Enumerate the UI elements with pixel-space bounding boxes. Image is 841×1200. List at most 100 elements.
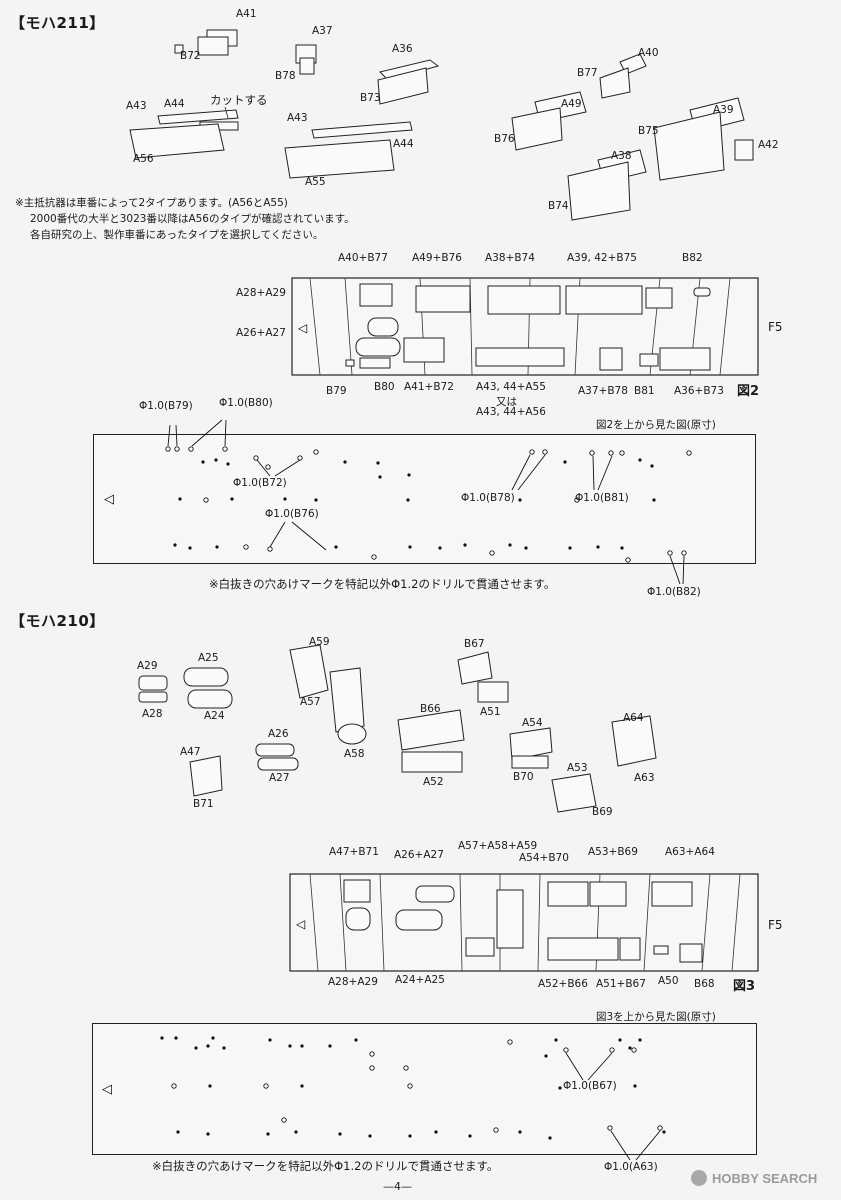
part-label: A43 — [287, 112, 308, 124]
fig2-label: 又は — [496, 396, 517, 408]
drill-label: Φ1.0(A63) — [604, 1161, 658, 1173]
part-label: A49 — [561, 98, 582, 110]
drill-note-2: ※白抜きの穴あけマークを特記以外Φ1.2のドリルで貫通させます。 — [152, 1159, 499, 1173]
part-label: A38 — [611, 150, 632, 162]
top-view-panel-2 — [92, 1023, 757, 1155]
drill-label: Φ1.0(B79) — [139, 400, 193, 412]
part-label: A55 — [305, 176, 326, 188]
drill-label: Φ1.0(B67) — [563, 1080, 617, 1092]
part-label: A36 — [392, 43, 413, 55]
fig3-label: B68 — [694, 978, 715, 990]
drill-note-1: ※白抜きの穴あけマークを特記以外Φ1.2のドリルで貫通させます。 — [209, 577, 556, 591]
part-label: A53 — [567, 762, 588, 774]
watermark: HOBBY SEARCH — [691, 1170, 817, 1186]
svg-text:◁: ◁ — [297, 321, 307, 335]
part-label: B69 — [592, 806, 613, 818]
fig2-label: B79 — [326, 385, 347, 397]
figure-caption-2: 図2 — [737, 384, 760, 399]
fig2-label: A43, 44+A55 — [476, 381, 546, 393]
hobby-search-logo-icon — [691, 1170, 707, 1186]
f5-label: F5 — [768, 918, 783, 932]
drill-label: Φ1.0(B78) — [461, 492, 515, 504]
fig2-label: A40+B77 — [338, 252, 388, 264]
fig3-label: A53+B69 — [588, 846, 638, 858]
fig2-label: A39, 42+B75 — [567, 252, 637, 264]
part-label: A27 — [269, 772, 290, 784]
part-label: B72 — [180, 50, 201, 62]
part-label: A51 — [480, 706, 501, 718]
fig2-label: A41+B72 — [404, 381, 454, 393]
page-number: —4— — [383, 1180, 412, 1193]
part-label: A43 — [126, 100, 147, 112]
top-view-panel-1 — [93, 434, 756, 564]
part-label: A42 — [758, 139, 779, 151]
svg-text:◁: ◁ — [295, 917, 305, 931]
part-label: A40 — [638, 47, 659, 59]
fig3-label: A24+A25 — [395, 974, 445, 986]
part-label: A28 — [142, 708, 163, 720]
f5-label: F5 — [768, 320, 783, 334]
fig2-label: B82 — [682, 252, 703, 264]
top-view-caption-2: 図3を上から見た図(原寸) — [596, 1011, 716, 1023]
part-label: A59 — [309, 636, 330, 648]
part-label: A44 — [393, 138, 414, 150]
drill-label: Φ1.0(B82) — [647, 586, 701, 598]
part-label: A56 — [133, 153, 154, 165]
note-line: ※主抵抗器は車番によって2タイプあります。(A56とA55) — [15, 197, 288, 209]
part-label: A37 — [312, 25, 333, 37]
svg-text:◁: ◁ — [104, 492, 114, 507]
part-label: B75 — [638, 125, 659, 137]
part-label: A39 — [713, 104, 734, 116]
part-label: A52 — [423, 776, 444, 788]
fig2-label: A38+B74 — [485, 252, 535, 264]
drill-label: Φ1.0(B81) — [575, 492, 629, 504]
fig3-label: A26+A27 — [394, 849, 444, 861]
part-label: A63 — [634, 772, 655, 784]
fig2-label: A28+A29 — [236, 287, 286, 299]
fig2-label: B80 — [374, 381, 395, 393]
note-line: 2000番代の大半と3023番以降はA56のタイプが確認されています。 — [30, 213, 355, 225]
part-label: A24 — [204, 710, 225, 722]
section-title-moha211: 【モハ211】 — [10, 14, 105, 32]
part-label: B66 — [420, 703, 441, 715]
fig2-label: A49+B76 — [412, 252, 462, 264]
fig3-label: A54+B70 — [519, 852, 569, 864]
part-label: A41 — [236, 8, 257, 20]
drill-label: Φ1.0(B72) — [233, 477, 287, 489]
part-label: A58 — [344, 748, 365, 760]
fig2-label: A43, 44+A56 — [476, 406, 546, 418]
cut-instruction: カットする — [210, 93, 268, 107]
part-label: B77 — [577, 67, 598, 79]
fig3-label: A51+B67 — [596, 978, 646, 990]
fig3-label: A52+B66 — [538, 978, 588, 990]
fig3-label: A47+B71 — [329, 846, 379, 858]
top-view-caption-1: 図2を上から見た図(原寸) — [596, 419, 716, 431]
part-label: A44 — [164, 98, 185, 110]
fig2-label: A36+B73 — [674, 385, 724, 397]
section-title-moha210: 【モハ210】 — [10, 612, 105, 630]
drill-label: Φ1.0(B80) — [219, 397, 273, 409]
part-label: B76 — [494, 133, 515, 145]
part-label: B70 — [513, 771, 534, 783]
part-label: A57 — [300, 696, 321, 708]
fig3-label: A57+A58+A59 — [458, 840, 538, 852]
part-label: B73 — [360, 92, 381, 104]
part-label: A54 — [522, 717, 543, 729]
fig3-label: A63+A64 — [665, 846, 715, 858]
part-label: B71 — [193, 798, 214, 810]
fig3-label: A28+A29 — [328, 976, 378, 988]
fig2-label: B81 — [634, 385, 655, 397]
part-label: A29 — [137, 660, 158, 672]
note-line: 各自研究の上、製作車番にあったタイプを選択してください。 — [30, 229, 324, 241]
part-label: A47 — [180, 746, 201, 758]
part-label: B78 — [275, 70, 296, 82]
figure-caption-3: 図3 — [733, 979, 756, 994]
part-label: A26 — [268, 728, 289, 740]
fig2-label: A37+B78 — [578, 385, 628, 397]
